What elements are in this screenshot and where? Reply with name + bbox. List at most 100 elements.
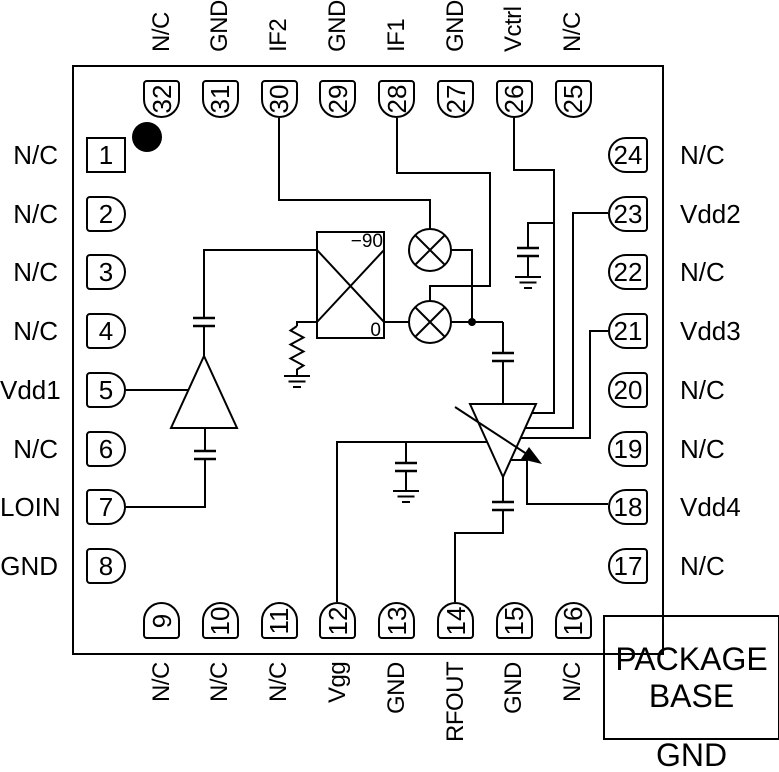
pin-14-number: 14 xyxy=(440,606,471,635)
pin-29: 29 xyxy=(319,80,357,118)
pin-24: 24 xyxy=(608,137,648,173)
pin-11: 11 xyxy=(260,602,298,639)
pin-13: 13 xyxy=(378,602,416,639)
pin-13-label: GND xyxy=(382,662,410,714)
pin-14-label: RFOUT xyxy=(441,662,469,743)
pin-29-label: GND xyxy=(323,0,351,52)
pin-32-label: N/C xyxy=(147,12,175,52)
pin-21: 21 xyxy=(608,313,648,350)
pin-12-number: 12 xyxy=(322,606,353,635)
pin-18-label: Vdd4 xyxy=(680,492,741,523)
pin-11-label: N/C xyxy=(265,662,293,702)
pin-31-number: 31 xyxy=(205,84,236,114)
pin-26: 26 xyxy=(495,80,533,118)
pin-9: 9 xyxy=(143,602,180,639)
pin-31-label: GND xyxy=(206,0,234,52)
pin-8-number: 8 xyxy=(98,550,114,581)
pin-5-label: Vdd1 xyxy=(0,374,61,405)
pin-32-number: 32 xyxy=(146,84,177,114)
pin-30-number: 30 xyxy=(264,84,295,114)
pin-17: 17 xyxy=(608,547,648,584)
pin-24-number: 24 xyxy=(613,140,643,170)
pin-26-label: Vctrl xyxy=(500,6,528,53)
pin-31: 31 xyxy=(201,80,239,118)
pin-16-number: 16 xyxy=(558,606,589,635)
pin-23-number: 23 xyxy=(613,198,643,229)
pin-13-number: 13 xyxy=(381,606,412,635)
pin-10: 10 xyxy=(201,602,239,639)
pin-18-number: 18 xyxy=(613,492,643,523)
pin-4-number: 4 xyxy=(98,316,114,347)
pin-22-number: 22 xyxy=(613,257,643,288)
pin-6-label: N/C xyxy=(13,433,58,464)
pin-15: 15 xyxy=(495,602,533,639)
pin-25-label: N/C xyxy=(559,12,587,52)
package-base-line2: BASE xyxy=(648,677,735,714)
pin-10-number: 10 xyxy=(205,606,236,635)
pin-12: 12 xyxy=(319,602,357,639)
pin-14: 14 xyxy=(437,602,474,639)
pin-20-number: 20 xyxy=(613,374,643,405)
pin-9-number: 9 xyxy=(146,613,177,628)
pin-21-label: Vdd3 xyxy=(680,316,741,347)
pin-28-label: IF1 xyxy=(382,18,410,52)
pin-1: 1 xyxy=(86,137,126,173)
pin-2-label: N/C xyxy=(13,198,58,229)
pin-17-number: 17 xyxy=(613,550,643,581)
pin-9-label: N/C xyxy=(147,662,175,702)
pin-2-number: 2 xyxy=(98,198,114,229)
pin-19: 19 xyxy=(608,430,648,467)
pin-6: 6 xyxy=(86,430,126,467)
pin-16: 16 xyxy=(554,602,592,639)
pin-19-number: 19 xyxy=(613,433,643,464)
pin-30: 30 xyxy=(260,80,298,118)
pin-21-number: 21 xyxy=(613,316,643,347)
pin-28-number: 28 xyxy=(381,84,412,114)
pin-7: 7 xyxy=(86,489,126,526)
pin-27-number: 27 xyxy=(440,84,471,114)
pin-19-label: N/C xyxy=(680,433,725,464)
pin-20: 20 xyxy=(608,371,648,408)
pin-11-number: 11 xyxy=(264,607,295,634)
pin-5-number: 5 xyxy=(98,374,114,405)
pin-15-label: GND xyxy=(500,662,528,714)
pin-25: 25 xyxy=(554,80,592,118)
pin-20-label: N/C xyxy=(680,374,725,405)
pin-8-label: GND xyxy=(0,550,58,581)
pin-12-label: Vgg xyxy=(323,662,351,704)
pin-30-label: IF2 xyxy=(265,18,293,52)
pin-1-label: N/C xyxy=(13,140,58,170)
pin-27: 27 xyxy=(437,80,474,118)
pin-7-number: 7 xyxy=(98,492,114,523)
package-base-ground-label: GND xyxy=(655,737,728,772)
package-outline xyxy=(72,65,664,655)
pin-7-label: LOIN xyxy=(0,492,61,523)
pin-25-number: 25 xyxy=(558,84,589,114)
pin-16-label: N/C xyxy=(559,662,587,702)
pin-8: 8 xyxy=(86,547,126,584)
pin-27-label: GND xyxy=(441,0,469,52)
pin-4: 4 xyxy=(86,313,126,350)
pin-22: 22 xyxy=(608,254,648,291)
pin-3: 3 xyxy=(86,254,126,291)
pin-23: 23 xyxy=(608,195,648,232)
pin-15-number: 15 xyxy=(499,606,530,635)
pin-24-label: N/C xyxy=(680,140,725,170)
pin-29-number: 29 xyxy=(322,84,353,114)
pin-2: 2 xyxy=(86,195,126,232)
pin-5: 5 xyxy=(86,371,126,408)
pin-22-label: N/C xyxy=(680,257,725,288)
pin-10-label: N/C xyxy=(206,662,234,702)
package-base-line1: PACKAGE xyxy=(615,640,768,677)
pin-32: 32 xyxy=(143,80,180,118)
pin-28: 28 xyxy=(378,80,416,118)
pin-23-label: Vdd2 xyxy=(680,198,741,229)
package-base-box: PACKAGE BASE xyxy=(603,615,779,740)
pin-4-label: N/C xyxy=(13,316,58,347)
pin-6-number: 6 xyxy=(98,433,114,464)
pin-17-label: N/C xyxy=(680,550,725,581)
pin-26-number: 26 xyxy=(499,84,530,114)
pin-18: 18 xyxy=(608,489,648,526)
pin-3-label: N/C xyxy=(13,257,58,288)
